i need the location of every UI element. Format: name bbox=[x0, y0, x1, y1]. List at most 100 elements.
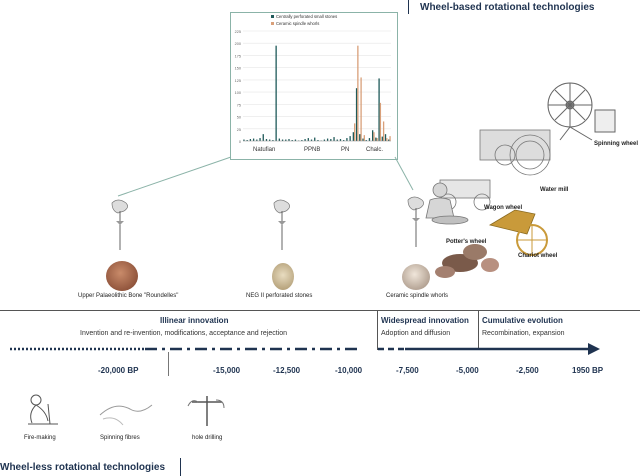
roundelle-image bbox=[106, 261, 138, 291]
bar bbox=[246, 140, 248, 141]
illinear-title: Illinear innovation bbox=[160, 316, 229, 325]
legend-label: Centrally perforated small stones bbox=[276, 14, 337, 19]
bar bbox=[381, 136, 383, 141]
cumulative-title: Cumulative evolution bbox=[482, 316, 563, 325]
phase-divider-1 bbox=[377, 310, 378, 350]
heading-divider bbox=[408, 0, 409, 14]
category-label: Chalc. bbox=[366, 147, 383, 153]
bar bbox=[323, 139, 326, 141]
widespread-title: Widespread innovation bbox=[381, 316, 469, 325]
phase-divider-2 bbox=[478, 310, 479, 350]
spinning-fibres-label: Spinning fibres bbox=[100, 435, 140, 441]
tick-label: -10,000 bbox=[335, 366, 363, 375]
bar bbox=[281, 139, 284, 141]
bar bbox=[384, 134, 387, 141]
fire-making-icon bbox=[28, 394, 58, 425]
widespread-sub: Adoption and diffusion bbox=[381, 330, 451, 337]
tick-label: 1950 BP bbox=[572, 366, 604, 375]
tick-label: -20,000 BP bbox=[98, 366, 139, 375]
y-tick-label: 25 bbox=[237, 128, 241, 132]
tick-mark bbox=[168, 352, 169, 376]
bar bbox=[389, 136, 391, 141]
tick-label: -2,500 bbox=[516, 366, 539, 375]
bar bbox=[275, 45, 277, 141]
bar bbox=[314, 137, 316, 141]
bar bbox=[256, 139, 258, 141]
ceramic-whorls-cluster-icon bbox=[435, 244, 499, 278]
bar bbox=[265, 139, 268, 141]
y-tick-label: 0 bbox=[239, 140, 241, 144]
hand-spindle-icon bbox=[111, 199, 128, 250]
wheel-based-heading: Wheel-based rotational technologies bbox=[420, 2, 595, 13]
tick-label: -7,500 bbox=[396, 366, 419, 375]
roundelles-label: Upper Palaeolithic Bone "Roundelles" bbox=[78, 293, 179, 299]
neg-stone-image bbox=[272, 263, 294, 290]
bar bbox=[310, 139, 313, 141]
hole-drilling-icon bbox=[187, 396, 225, 426]
bar bbox=[330, 139, 332, 141]
tick-label: -12,500 bbox=[273, 366, 301, 375]
bar bbox=[382, 121, 385, 141]
bar bbox=[301, 140, 303, 141]
wheel-technologies-illustration bbox=[425, 82, 616, 278]
hand-spindle-icon bbox=[273, 199, 290, 250]
y-tick-label: 225 bbox=[235, 30, 241, 34]
timeline-arrow bbox=[10, 343, 600, 355]
bar bbox=[346, 138, 348, 141]
separator-line bbox=[0, 310, 640, 311]
connector-right bbox=[394, 156, 414, 191]
potter-icon bbox=[425, 182, 469, 225]
hand-spindle-icon bbox=[407, 196, 424, 247]
chariot-wheel-label: Chariot wheel bbox=[518, 253, 558, 259]
bar bbox=[352, 132, 354, 141]
bar bbox=[378, 78, 380, 141]
bar bbox=[371, 130, 374, 141]
illinear-sub: Invention and re-invention, modification… bbox=[80, 330, 288, 337]
ceramic-whorl-image bbox=[402, 264, 430, 290]
bar bbox=[333, 137, 335, 141]
bar bbox=[339, 139, 342, 141]
category-label: Natufian bbox=[253, 147, 275, 153]
bar bbox=[304, 139, 306, 141]
y-tick-label: 200 bbox=[235, 42, 241, 46]
tick-label: -15,000 bbox=[213, 366, 241, 375]
spinning-wheel-label: Spinning wheel bbox=[594, 141, 639, 147]
water-mill-label: Water mill bbox=[540, 187, 569, 193]
bar bbox=[307, 138, 309, 141]
bar bbox=[269, 139, 271, 141]
bar bbox=[317, 140, 319, 141]
bar bbox=[386, 138, 388, 141]
legend-swatch bbox=[271, 22, 274, 25]
bar bbox=[288, 139, 290, 141]
y-tick-label: 100 bbox=[235, 91, 241, 95]
category-label: PPNB bbox=[304, 147, 320, 153]
hole-drilling-label: hole drilling bbox=[192, 435, 223, 441]
water-mill-icon bbox=[479, 129, 551, 176]
bar bbox=[343, 140, 345, 141]
connector-left bbox=[117, 156, 232, 197]
bar bbox=[326, 138, 329, 141]
chariot-icon bbox=[488, 209, 548, 256]
bottom-heading-divider bbox=[180, 458, 181, 476]
bar bbox=[294, 139, 297, 141]
fire-making-label: Fire-making bbox=[24, 435, 56, 441]
bar bbox=[375, 137, 377, 141]
bar bbox=[336, 139, 338, 141]
wheel-less-heading: Wheel-less rotational technologies bbox=[0, 462, 166, 473]
bar bbox=[291, 140, 293, 141]
legend-label: Ceramic spindle whorls bbox=[276, 21, 319, 26]
y-tick-label: 150 bbox=[235, 67, 241, 71]
bar bbox=[388, 139, 390, 141]
bar bbox=[278, 138, 280, 141]
bar bbox=[368, 138, 371, 141]
y-tick-label: 75 bbox=[237, 103, 241, 107]
bar bbox=[359, 134, 361, 141]
bar bbox=[249, 139, 252, 141]
potters-wheel-label: Potter's wheel bbox=[446, 239, 487, 245]
bar bbox=[363, 135, 365, 141]
bar bbox=[379, 102, 382, 141]
legend-swatch bbox=[271, 15, 274, 18]
